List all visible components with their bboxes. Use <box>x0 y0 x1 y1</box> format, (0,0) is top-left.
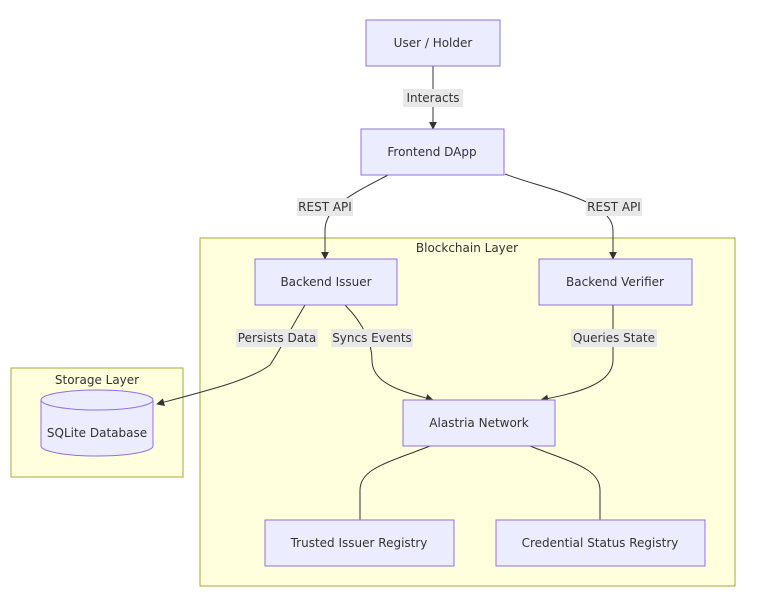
edge-network-trusted <box>359 445 431 520</box>
edge-network-status <box>529 445 601 520</box>
edge-label-persists-text: Persists Data <box>238 331 316 345</box>
edge-rest-right <box>504 173 617 260</box>
edge-label-rest-right: REST API <box>586 198 642 216</box>
node-frontend-dapp[interactable]: Frontend DApp <box>360 128 505 176</box>
node-alastria-network[interactable]: Alastria Network <box>402 399 556 447</box>
node-backend-verifier[interactable]: Backend Verifier <box>538 258 693 306</box>
node-backend-issuer[interactable]: Backend Issuer <box>254 258 398 306</box>
edge-label-rest-right-text: REST API <box>587 200 641 214</box>
edge-label-syncs: Syncs Events <box>331 329 413 347</box>
node-credential-status-registry[interactable]: Credential Status Registry <box>495 519 706 567</box>
node-user-holder[interactable]: User / Holder <box>365 19 501 67</box>
edge-queries <box>540 305 614 403</box>
cluster-storage-label: Storage Layer <box>55 373 139 387</box>
edge-label-syncs-text: Syncs Events <box>332 331 412 345</box>
node-backend-issuer-label: Backend Issuer <box>280 275 371 289</box>
edge-syncs <box>344 304 434 402</box>
cluster-storage-layer: Storage Layer <box>10 367 184 478</box>
edge-label-rest-left-text: REST API <box>298 200 352 214</box>
edge-label-queries: Queries State <box>571 329 657 347</box>
edge-label-queries-text: Queries State <box>573 331 655 345</box>
node-credential-status-registry-label: Credential Status Registry <box>522 536 679 550</box>
edge-label-rest-left: REST API <box>297 198 353 216</box>
node-alastria-network-label: Alastria Network <box>429 416 528 430</box>
node-trusted-issuer-registry-label: Trusted Issuer Registry <box>290 536 428 550</box>
node-sqlite-database[interactable]: SQLite Database <box>40 389 154 457</box>
cluster-blockchain-label: Blockchain Layer <box>416 241 518 255</box>
node-backend-verifier-label: Backend Verifier <box>566 275 664 289</box>
node-sqlite-database-label: SQLite Database <box>47 426 147 440</box>
node-trusted-issuer-registry[interactable]: Trusted Issuer Registry <box>264 519 455 567</box>
node-user-holder-label: User / Holder <box>394 36 473 50</box>
edge-label-persists: Persists Data <box>236 329 318 347</box>
edge-label-interacts: Interacts <box>403 89 463 107</box>
node-frontend-dapp-label: Frontend DApp <box>387 145 476 159</box>
edge-label-interacts-text: Interacts <box>406 91 459 105</box>
